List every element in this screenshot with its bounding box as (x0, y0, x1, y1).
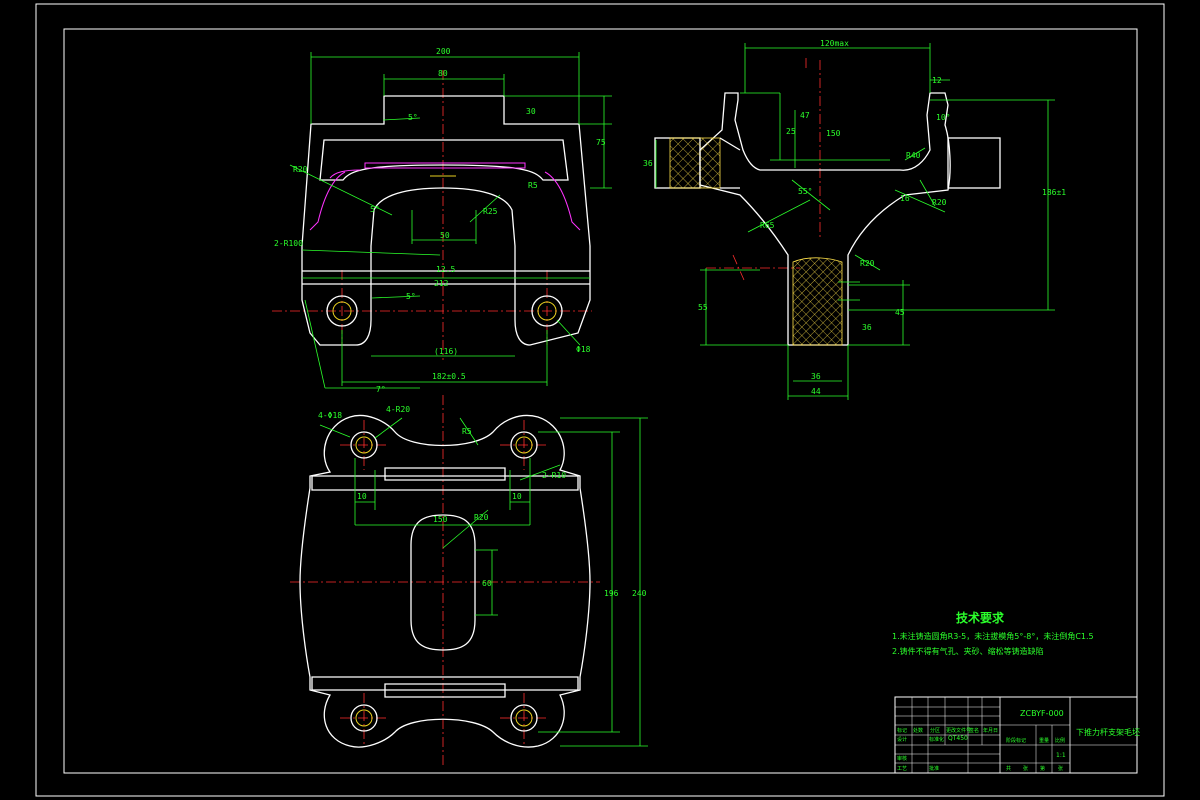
title-material: QT450 (948, 735, 968, 742)
side-dim-stem-55: 55 (698, 303, 708, 312)
dim-overall-width: 200 (436, 47, 451, 56)
tb-label-standard: 标准化 (929, 736, 944, 743)
dim-draft-2: 5° (370, 205, 380, 214)
tb-label-change: 更改文件号 (946, 727, 971, 734)
plan-view: 4-Φ18 4-R20 R5 2-R10 10 10 150 R20 60 19… (290, 395, 648, 765)
dim-base: 212 (434, 279, 449, 288)
dim-draft-1: 5° (408, 113, 418, 122)
side-dim-r20: R20 (932, 198, 947, 207)
title-part-name: 下推力杆支架毛坯 (1076, 727, 1140, 737)
tb-label-total: 共 (1006, 765, 1011, 772)
dim-hole-spacing: 182±0.5 (432, 372, 466, 381)
side-dim-boss: 36 (643, 159, 653, 168)
tb-label-review: 审核 (897, 755, 907, 762)
tb-label-design: 设计 (897, 736, 907, 743)
side-dim-h25: 25 (786, 127, 796, 136)
plan-dim-slot-len: 60 (482, 579, 492, 588)
title-block: ZCBYF-000 下推力杆支架毛坯 1:1 QT450 标记 处数 分区 更改… (894, 696, 1140, 774)
notes-line-2: 2.铸件不得有气孔、夹砂、缩松等铸造缺陷 (892, 646, 1044, 656)
side-dim-total: 186±1 (1042, 188, 1066, 197)
side-dim-stem-36w: 36 (811, 372, 821, 381)
tb-label-process: 工艺 (897, 766, 907, 772)
notes-line-1: 1.未注铸造圆角R3-5，未注拔模角5°-8°，未注倒角C1.5 (892, 631, 1094, 641)
side-dim-thk16: 16 (900, 194, 910, 203)
tb-label-sheet: 张 (1058, 765, 1063, 772)
side-dim-chamfer: 10° (936, 113, 950, 122)
side-outline (699, 92, 951, 346)
dim-boss-width: 80 (438, 69, 448, 78)
dim-radius-r25: R25 (483, 207, 498, 216)
side-view: 120max 12 25 47 10° 150 36 55° R65 R40 1… (643, 39, 1066, 400)
technical-notes: 技术要求 1.未注铸造圆角R3-5，未注拔模角5°-8°，未注倒角C1.5 2.… (892, 610, 1094, 656)
sheet-outer-border (35, 3, 1165, 797)
dim-hole-dia: Φ18 (576, 345, 591, 354)
side-dim-stem-45: 45 (895, 308, 905, 317)
side-dim-top-width: 120max (820, 39, 849, 48)
plan-dim-r-side: 2-R10 (542, 471, 566, 480)
dim-draft-3: 5° (406, 292, 416, 301)
tb-label-mark: 标记 (897, 727, 907, 734)
side-dim-w150: 150 (826, 129, 841, 138)
dim-step: 12.5 (436, 265, 455, 274)
side-dim-rib: 12 (932, 76, 942, 85)
side-dim-r65: R65 (760, 221, 775, 230)
tb-label-weight: 重量 (1039, 737, 1049, 744)
tb-label-approve: 批准 (929, 765, 939, 772)
front-view: 200 80 30 75 5° 5° 5° 7° 2-R100 R20 R25 … (272, 47, 612, 394)
plan-dim-hole-callout-1: 4-Φ18 (318, 411, 342, 420)
dim-boss-height: 30 (526, 107, 536, 116)
dim-radius-inner: R20 (293, 165, 308, 174)
title-scale: 1:1 (1056, 752, 1066, 759)
tb-label-date: 年月日 (983, 727, 998, 734)
side-dim-stem-36h: 36 (862, 323, 872, 332)
side-dim-r40: R40 (906, 151, 921, 160)
dim-body-height: 75 (596, 138, 606, 147)
plan-dim-240: 240 (632, 589, 647, 598)
plan-dim-150: 150 (433, 515, 448, 524)
plan-dim-r-top: R5 (462, 427, 472, 436)
plan-outline (299, 414, 591, 748)
title-part-code: ZCBYF-000 (1020, 709, 1064, 718)
dim-radius-left: 2-R100 (274, 239, 303, 248)
tb-label-zone: 分区 (930, 727, 940, 734)
dim-center: (116) (434, 347, 458, 356)
tb-label-sheets: 张 (1023, 765, 1028, 772)
tb-label-stage: 阶段标记 (1006, 737, 1026, 744)
notes-title: 技术要求 (956, 610, 1005, 625)
side-dim-angle: 55° (798, 187, 812, 196)
dim-side-r: R5 (528, 181, 538, 190)
plan-dim-196: 196 (604, 589, 619, 598)
dim-draft-4: 7° (376, 385, 386, 394)
side-dim-stem-r: R20 (860, 259, 875, 268)
side-dim-stem-44: 44 (811, 387, 821, 396)
plan-dim-hole-callout-2: 4-R20 (386, 405, 410, 414)
side-dim-h47: 47 (800, 111, 810, 120)
plan-slot (410, 514, 476, 651)
tb-label-sign: 签名 (969, 727, 979, 734)
dim-slot-width: 50 (440, 231, 450, 240)
plan-dim-10a: 10 (357, 492, 367, 501)
tb-label-scale: 比例 (1055, 737, 1065, 744)
sheet-inner-border (63, 28, 1138, 774)
front-outline (301, 95, 591, 346)
plan-dim-10b: 10 (512, 492, 522, 501)
tb-label-count: 处数 (913, 727, 923, 734)
tb-label-no: 第 (1040, 765, 1045, 772)
plan-dim-slot-r: R20 (474, 513, 489, 522)
